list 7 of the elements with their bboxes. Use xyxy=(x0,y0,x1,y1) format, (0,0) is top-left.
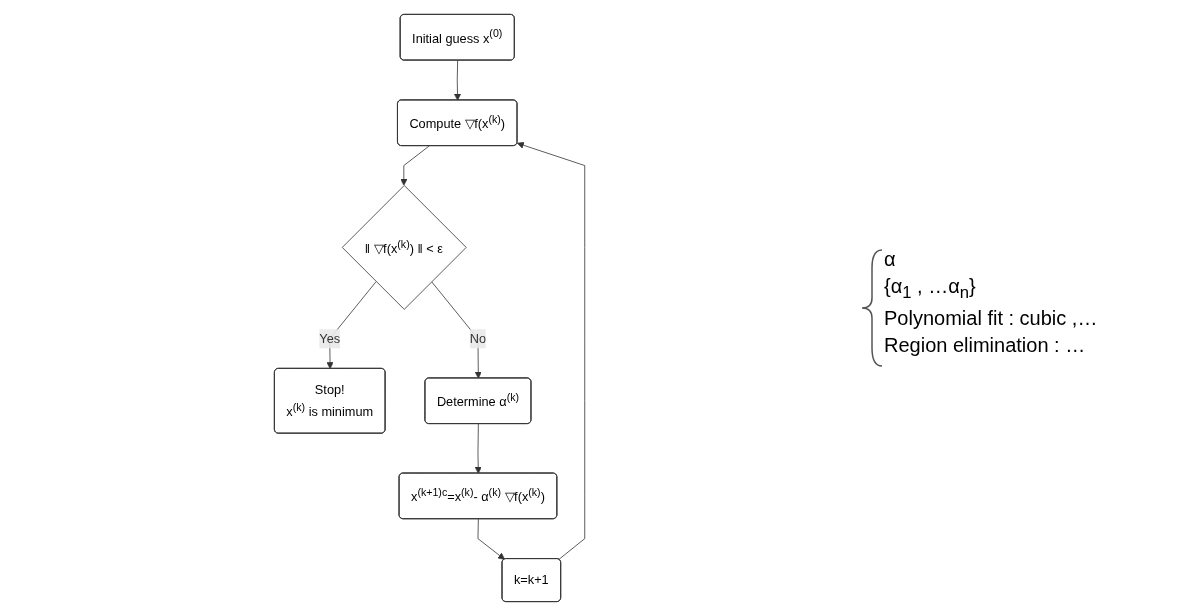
note-text: Polynomial fit : cubic ,… xyxy=(884,306,1098,330)
edge-label: No xyxy=(470,331,487,345)
node-diamond: ‖ ▽f(x$^{(k)}$) ‖ < ε xyxy=(342,184,468,310)
edge-label: Yes xyxy=(319,331,341,345)
note-text: Region elimination : … xyxy=(884,333,1087,357)
note-text: α xyxy=(884,247,897,271)
note-text: {α$_{1}$ , …α$_{n}$} xyxy=(884,274,977,303)
